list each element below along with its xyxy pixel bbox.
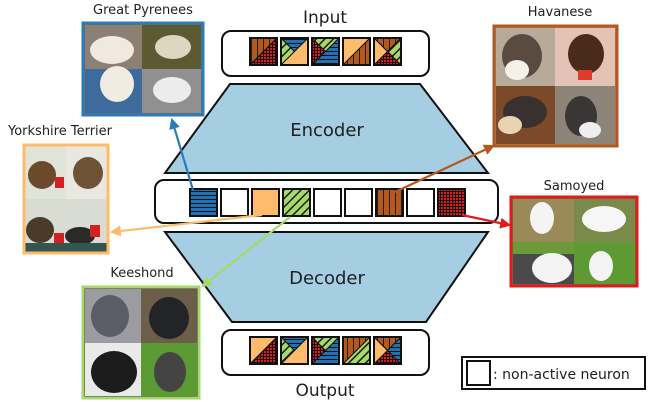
legend-box	[461, 356, 646, 390]
yorkshire-terrier-image	[24, 145, 108, 253]
keeshond-image	[83, 287, 199, 398]
legend: : non-active neuron	[461, 356, 646, 390]
samoyed-label: Samoyed	[544, 179, 605, 194]
arrow-to-great-pyrenees	[169, 117, 195, 191]
input-label: Input	[303, 8, 347, 28]
output-neuron-3	[341, 335, 372, 366]
input-neuron-3	[341, 36, 372, 67]
output-neuron-0	[248, 335, 279, 366]
inactive-neuron-swatch	[466, 360, 491, 386]
arrow-to-yorkshire-terrier	[109, 213, 263, 237]
output-neuron-4	[372, 335, 403, 366]
arrow-to-samoyed	[461, 213, 512, 229]
havanese-image	[494, 26, 617, 146]
great-pyrenees-label: Great Pyrenees	[93, 3, 193, 18]
havanese-frame	[492, 24, 619, 148]
arrow-to-keeshond	[201, 216, 291, 288]
output-neurons	[248, 335, 403, 366]
input-neuron-1	[279, 36, 310, 67]
decoder-trapezoid	[163, 231, 490, 323]
output-label: Output	[295, 381, 354, 401]
latent-neuron-inactive	[313, 188, 342, 217]
latent-neuron-red	[437, 188, 466, 217]
keeshond-panel: Keeshond	[81, 266, 201, 400]
encoder-label: Encoder	[290, 120, 364, 141]
havanese-panel: Havanese	[492, 5, 619, 148]
latent-neuron-blue	[189, 188, 218, 217]
yorkshire-terrier-panel: Yorkshire Terrier	[7, 124, 113, 255]
latent-neuron-orange	[251, 188, 280, 217]
latent-neuron-green	[282, 188, 311, 217]
latent-neuron-inactive	[344, 188, 373, 217]
decoder-label: Decoder	[289, 268, 365, 289]
input-neuron-2	[310, 36, 341, 67]
output-neuron-2	[310, 335, 341, 366]
encoder-trapezoid	[163, 83, 491, 174]
great-pyrenees-panel: Great Pyrenees	[81, 3, 205, 117]
legend-text: : non-active neuron	[493, 367, 630, 383]
latent-neuron-inactive	[220, 188, 249, 217]
yorkshire-terrier-frame	[22, 143, 110, 255]
latent-neuron-inactive	[406, 188, 435, 217]
latent-neuron-brown	[375, 188, 404, 217]
great-pyrenees-image	[83, 23, 203, 115]
input-neuron-4	[372, 36, 403, 67]
keeshond-frame	[81, 285, 201, 400]
samoyed-image	[511, 197, 637, 286]
yorkshire-terrier-label: Yorkshire Terrier	[7, 124, 113, 139]
great-pyrenees-frame	[81, 21, 205, 117]
samoyed-frame	[509, 195, 639, 288]
output-neuron-1	[279, 335, 310, 366]
arrow-to-havanese	[394, 144, 495, 193]
samoyed-panel: Samoyed	[509, 179, 639, 288]
keeshond-label: Keeshond	[110, 266, 173, 281]
havanese-label: Havanese	[528, 5, 592, 20]
input-neuron-0	[248, 36, 279, 67]
latent-neurons	[189, 188, 466, 217]
input-neurons	[248, 36, 403, 67]
